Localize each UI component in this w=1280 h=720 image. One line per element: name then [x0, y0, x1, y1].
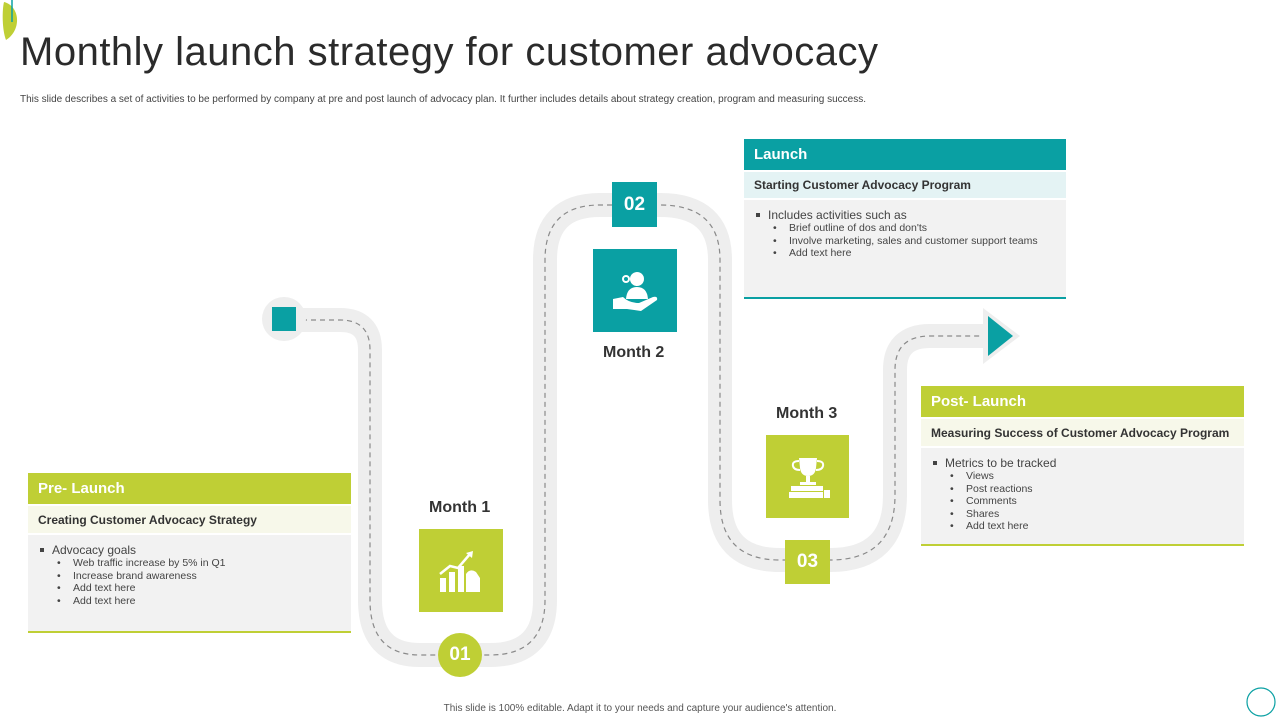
road-start-marker: [272, 307, 296, 331]
list-item: Web traffic increase by 5% in Q1: [57, 557, 341, 570]
list-item: Add text here: [773, 247, 1056, 260]
post-launch-body: Metrics to be tracked Views Post reactio…: [921, 448, 1244, 546]
page-title: Monthly launch strategy for customer adv…: [20, 30, 879, 74]
month-2-icon-box: [593, 249, 677, 332]
month-label-1: Month 1: [429, 499, 491, 516]
launch-subheading: Starting Customer Advocacy Program: [744, 172, 1066, 198]
launch-bullets: Brief outline of dos and don'ts Involve …: [754, 222, 1056, 260]
post-launch-heading: Post- Launch: [921, 386, 1244, 417]
list-item: Views: [950, 470, 1234, 483]
list-item: Involve marketing, sales and customer su…: [773, 235, 1056, 248]
list-item: Brief outline of dos and don'ts: [773, 222, 1056, 235]
launch-heading: Launch: [744, 139, 1066, 170]
pre-launch-heading: Pre- Launch: [28, 473, 351, 504]
list-item: Comments: [950, 495, 1234, 508]
month-3-icon-box: [766, 435, 849, 518]
list-item: Add text here: [950, 520, 1234, 533]
stage-number-02: 02: [612, 182, 657, 227]
corner-circle-icon: [1246, 687, 1276, 717]
pre-launch-subheading: Creating Customer Advocacy Strategy: [28, 506, 351, 533]
month-label-3: Month 3: [776, 405, 838, 422]
footer-note: This slide is 100% editable. Adapt it to…: [443, 703, 837, 714]
list-item: Add text here: [57, 582, 341, 595]
pre-launch-body: Advocacy goals Web traffic increase by 5…: [28, 535, 351, 633]
growth-chart-hand-icon: [439, 550, 480, 592]
pre-launch-bullets: Web traffic increase by 5% in Q1 Increas…: [38, 557, 341, 607]
person-in-hand-icon: [613, 271, 658, 311]
list-item: Post reactions: [950, 483, 1234, 496]
list-item: Shares: [950, 508, 1234, 521]
launch-main-point: Includes activities such as: [754, 208, 1056, 222]
month-1-icon-box: [419, 529, 503, 612]
list-item: Increase brand awareness: [57, 570, 341, 583]
trophy-books-icon: [788, 457, 830, 498]
road-end-arrow-icon: [988, 316, 1013, 356]
page-subtitle: This slide describes a set of activities…: [20, 94, 867, 105]
list-item: Add text here: [57, 595, 341, 608]
launch-body: Includes activities such as Brief outlin…: [744, 200, 1066, 299]
post-launch-bullets: Views Post reactions Comments Shares Add…: [931, 470, 1234, 533]
post-launch-subheading: Measuring Success of Customer Advocacy P…: [921, 419, 1244, 446]
corner-leaf-icon: [2, 0, 18, 40]
stage-number-03: 03: [785, 540, 830, 584]
pre-launch-main-point: Advocacy goals: [38, 543, 341, 557]
month-label-2: Month 2: [603, 344, 665, 361]
post-launch-main-point: Metrics to be tracked: [931, 456, 1234, 470]
stage-number-01: 01: [438, 633, 482, 677]
